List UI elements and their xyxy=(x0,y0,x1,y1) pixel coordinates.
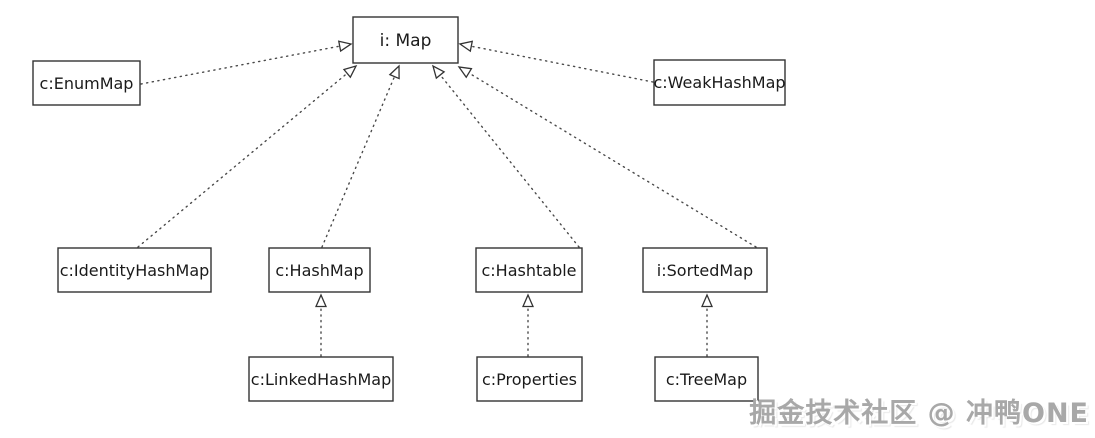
node-sortedmap-label: i:SortedMap xyxy=(657,261,753,280)
edge-group xyxy=(137,40,757,357)
node-weakhashmap-label: c:WeakHashMap xyxy=(653,73,785,92)
node-identityhashmap: c:IdentityHashMap xyxy=(57,247,212,293)
node-treemap: c:TreeMap xyxy=(654,356,759,402)
node-linkedhashmap: c:LinkedHashMap xyxy=(248,356,394,402)
node-identityhashmap-box xyxy=(57,247,212,293)
node-hashmap-box xyxy=(268,247,371,293)
edge-hashtable-to-map xyxy=(431,64,580,248)
node-hashtable-box xyxy=(475,247,583,293)
node-weakhashmap: c:WeakHashMap xyxy=(653,59,786,106)
edge-weakhashmap-to-map xyxy=(458,40,654,83)
edge-enummap-to-map xyxy=(140,40,353,85)
node-linkedhashmap-box xyxy=(248,356,394,402)
node-enummap-label: c:EnumMap xyxy=(40,74,134,93)
node-hashtable: c:Hashtable xyxy=(475,247,583,293)
node-map-label: i: Map xyxy=(380,31,432,51)
node-map: i: Map xyxy=(352,16,459,64)
node-properties-box xyxy=(476,356,583,402)
node-treemap-box xyxy=(654,356,759,402)
node-treemap-label: c:TreeMap xyxy=(666,370,747,389)
node-hashmap-label: c:HashMap xyxy=(275,261,363,280)
edge-identityhashmap-to-map xyxy=(137,64,358,248)
node-sortedmap: i:SortedMap xyxy=(642,247,768,293)
node-properties-label: c:Properties xyxy=(482,370,577,389)
node-enummap-box xyxy=(32,60,141,106)
node-sortedmap-box xyxy=(642,247,768,293)
node-identityhashmap-label: c:IdentityHashMap xyxy=(60,261,210,280)
node-enummap: c:EnumMap xyxy=(32,60,141,106)
edge-hashmap-to-map xyxy=(321,64,400,248)
edge-sortedmap-to-map xyxy=(457,66,757,248)
node-weakhashmap-box xyxy=(653,59,786,106)
node-hashmap: c:HashMap xyxy=(268,247,371,293)
node-linkedhashmap-label: c:LinkedHashMap xyxy=(251,370,391,389)
watermark-text: 掘金技术社区 @ 冲鸭ONE xyxy=(749,398,1089,429)
node-map-box xyxy=(352,16,459,64)
node-properties: c:Properties xyxy=(476,356,583,402)
node-hashtable-label: c:Hashtable xyxy=(481,261,576,280)
